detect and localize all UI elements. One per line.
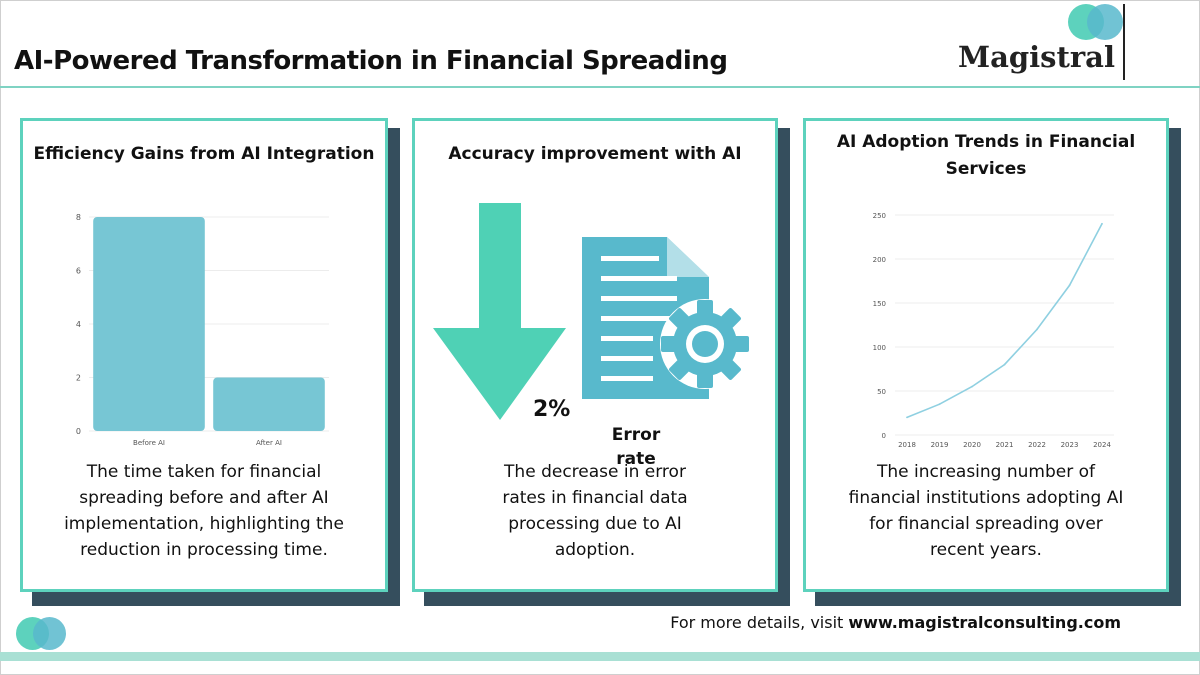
footer-prefix: For more details, visit — [670, 613, 849, 632]
card-title: Efficiency Gains from AI Integration — [33, 144, 375, 164]
footer-note: For more details, visit www.magistralcon… — [670, 613, 1121, 632]
adoption-card: AI Adoption Trends in Financial Services… — [803, 118, 1169, 592]
y-tick-label: 0 — [76, 427, 81, 436]
y-tick-label: 100 — [873, 344, 886, 352]
x-tick-label: 2022 — [1028, 441, 1046, 449]
card-title-line: Services — [945, 159, 1027, 179]
document-gear-icon — [582, 237, 750, 399]
adoption-line-chart: 0 50 100 150 200 250 2018 2019 2020 2021 2022 2023 2… — [873, 212, 1114, 449]
y-tick-label: 200 — [873, 256, 886, 264]
y-tick-label: 8 — [76, 213, 81, 222]
efficiency-card: Efficiency Gains from AI Integration 0 2 4… — [20, 118, 388, 592]
y-tick-label: 0 — [882, 432, 886, 440]
error-rate-label: Error rate — [601, 423, 671, 471]
card-title-line: AI Adoption Trends in Financial — [836, 132, 1136, 152]
bar — [93, 217, 205, 431]
bar — [213, 377, 325, 431]
accuracy-card: Accuracy improvement with AI — [412, 118, 778, 592]
data-point — [1036, 328, 1038, 331]
error-rate-label-line: Error — [611, 425, 661, 445]
data-point — [971, 385, 973, 388]
brand-name: Magistral — [958, 40, 1115, 74]
x-tick-label: 2020 — [963, 441, 981, 449]
y-tick-label: 2 — [76, 374, 81, 383]
x-tick-label: 2018 — [898, 441, 916, 449]
brand-logo-icon — [1068, 4, 1126, 40]
x-tick-label: 2019 — [931, 441, 949, 449]
x-tick-label: 2021 — [996, 441, 1014, 449]
down-arrow-icon — [433, 203, 566, 420]
x-tick-label: Before AI — [133, 439, 165, 447]
data-point — [1101, 222, 1103, 225]
error-rate-label-line: rate — [616, 449, 656, 469]
page-title: AI-Powered Transformation in Financial S… — [14, 46, 728, 76]
data-point — [938, 403, 941, 406]
card-description: The increasing number of financial insti… — [848, 462, 1124, 560]
y-tick-label: 150 — [873, 300, 886, 308]
footer-website-link[interactable]: www.magistralconsulting.com — [848, 613, 1121, 632]
y-tick-label: 6 — [76, 267, 81, 276]
x-tick-label: 2023 — [1061, 441, 1079, 449]
bottom-accent-bar — [0, 652, 1200, 661]
card-description: The time taken for financial spreading b… — [64, 462, 344, 560]
card-description: The decrease in error rates in financial… — [502, 462, 688, 560]
card-title: Accuracy improvement with AI — [448, 144, 742, 164]
footer-logo-icon — [16, 617, 68, 650]
y-tick-label: 50 — [877, 388, 886, 396]
x-tick-label: After AI — [256, 439, 282, 447]
y-tick-label: 250 — [873, 212, 886, 220]
data-point — [906, 416, 908, 419]
x-tick-label: 2024 — [1093, 441, 1111, 449]
brand-divider — [1123, 4, 1125, 80]
data-point — [1003, 363, 1006, 366]
series-line — [906, 223, 1103, 419]
card-title: AI Adoption Trends in Financial Services — [806, 129, 1166, 183]
data-point — [1068, 284, 1071, 287]
title-divider — [0, 86, 1200, 88]
y-tick-label: 4 — [76, 320, 81, 329]
error-rate-value: 2% — [533, 397, 571, 422]
